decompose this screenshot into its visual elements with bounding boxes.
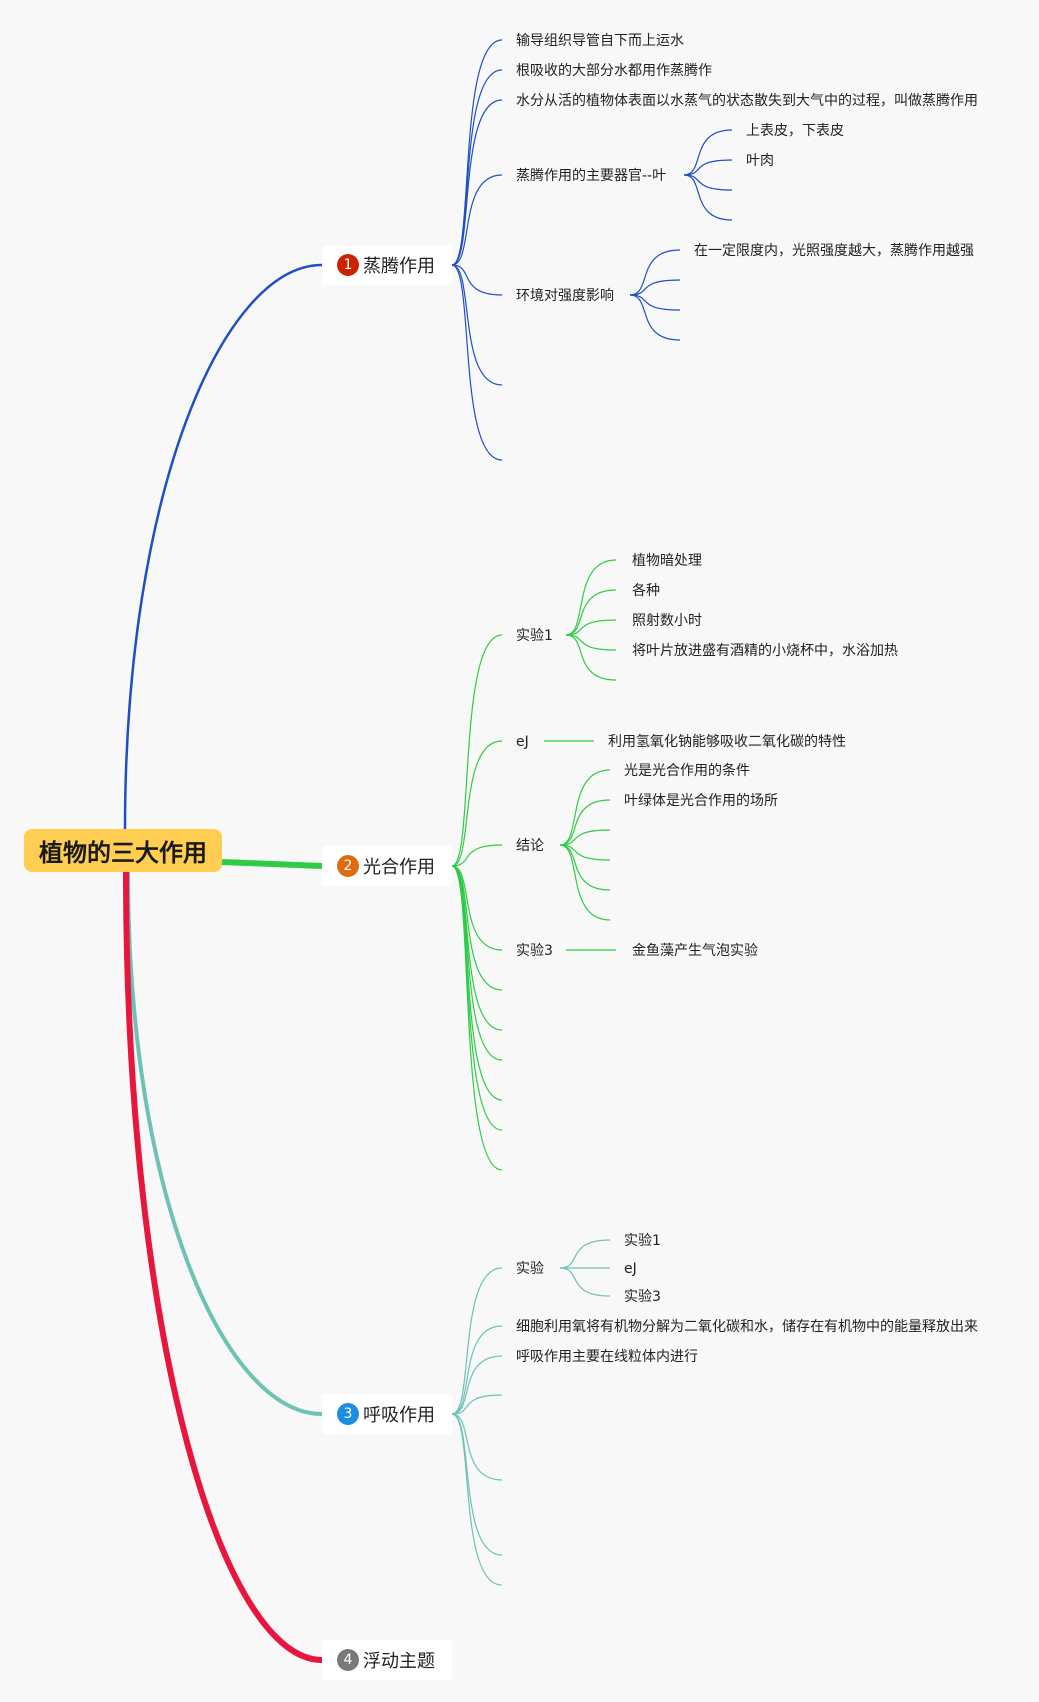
- connector-line: [683, 129, 733, 176]
- connector-line: [565, 634, 617, 651]
- detail-node[interactable]: 利用氢氧化钠能够吸收二氧化碳的特性: [608, 734, 846, 750]
- topic-floating[interactable]: 4 浮动主题: [322, 1640, 452, 1680]
- connector-line: [221, 859, 323, 869]
- detail-node[interactable]: 实验3: [624, 1289, 661, 1305]
- connector-line: [559, 844, 611, 921]
- connector-line: [451, 264, 503, 461]
- subtopic[interactable]: eJ: [516, 734, 529, 750]
- connector-line: [451, 264, 503, 386]
- badge-number-2-icon: 2: [337, 855, 359, 877]
- connector-line: [451, 174, 503, 266]
- connector-line: [451, 264, 503, 296]
- subtopic[interactable]: 实验1: [516, 628, 553, 644]
- connector-line: [629, 279, 681, 296]
- connector-line: [565, 559, 617, 636]
- connector-line: [451, 1413, 503, 1586]
- topic-label: 浮动主题: [363, 1651, 435, 1672]
- connector-line: [451, 844, 503, 867]
- connector-line: [559, 844, 611, 861]
- topic-respiration[interactable]: 3 呼吸作用: [322, 1394, 452, 1434]
- connector-line: [451, 865, 503, 1031]
- connector-line: [559, 799, 611, 846]
- connector-line: [565, 619, 617, 636]
- subtopic[interactable]: 根吸收的大部分水都用作蒸腾作: [516, 63, 712, 79]
- detail-node[interactable]: 上表皮，下表皮: [746, 123, 844, 139]
- connector-line: [451, 1413, 503, 1481]
- detail-node[interactable]: eJ: [624, 1261, 637, 1277]
- connector-line: [451, 865, 503, 1061]
- connector-line: [451, 1355, 503, 1415]
- detail-node[interactable]: 实验1: [624, 1233, 661, 1249]
- subtopic[interactable]: 细胞利用氧将有机物分解为二氧化碳和水，储存在有机物中的能量释放出来: [516, 1319, 978, 1335]
- subtopic[interactable]: 结论: [516, 838, 544, 854]
- detail-node[interactable]: 金鱼藻产生气泡实验: [632, 943, 758, 959]
- connector-line: [451, 1325, 503, 1415]
- badge-number-3-icon: 3: [337, 1403, 359, 1425]
- connector-line: [559, 1267, 611, 1297]
- connector-line: [451, 740, 503, 867]
- detail-node[interactable]: 将叶片放进盛有酒精的小烧杯中，水浴加热: [632, 643, 898, 659]
- subtopic[interactable]: 蒸腾作用的主要器官--叶: [516, 168, 667, 184]
- detail-node[interactable]: 光是光合作用的条件: [624, 763, 750, 779]
- connector-line: [559, 844, 611, 891]
- connector-line: [451, 1267, 503, 1415]
- detail-node[interactable]: 在一定限度内，光照强度越大，蒸腾作用越强: [694, 243, 974, 259]
- connector-line: [451, 69, 503, 266]
- topic-photosynthesis[interactable]: 2 光合作用: [322, 846, 452, 886]
- connector-line: [451, 1413, 503, 1556]
- connector-line: [559, 769, 611, 846]
- root-topic-label: 植物的三大作用: [39, 839, 207, 867]
- root-topic[interactable]: 植物的三大作用: [24, 829, 222, 872]
- detail-node[interactable]: 各种: [632, 583, 660, 599]
- connector-line: [451, 99, 503, 266]
- main-branch-line: [123, 263, 323, 830]
- topic-label: 蒸腾作用: [363, 256, 435, 277]
- subtopic[interactable]: 输导组织导管自下而上运水: [516, 33, 684, 49]
- connector-line: [559, 1239, 611, 1269]
- connector-line: [683, 174, 733, 221]
- connector-line: [565, 634, 617, 681]
- subtopic[interactable]: 水分从活的植物体表面以水蒸气的状态散失到大气中的过程，叫做蒸腾作用: [516, 93, 978, 109]
- topic-transpiration[interactable]: 1 蒸腾作用: [322, 245, 452, 285]
- connector-line: [451, 634, 503, 867]
- badge-number-1-icon: 1: [337, 254, 359, 276]
- connector-line: [451, 865, 503, 1101]
- subtopic[interactable]: 实验3: [516, 943, 553, 959]
- detail-node[interactable]: 叶肉: [746, 153, 774, 169]
- connector-line: [559, 829, 611, 846]
- connector-line: [451, 865, 503, 1171]
- connector-line: [629, 249, 681, 296]
- detail-node[interactable]: 照射数小时: [632, 613, 702, 629]
- subtopic[interactable]: 呼吸作用主要在线粒体内进行: [516, 1349, 698, 1365]
- main-branch-line: [123, 871, 323, 1663]
- connector-line: [629, 294, 681, 311]
- main-branch-line: [126, 871, 323, 1416]
- detail-node[interactable]: 植物暗处理: [632, 553, 702, 569]
- connector-line: [629, 294, 681, 341]
- topic-label: 呼吸作用: [363, 1405, 435, 1426]
- subtopic[interactable]: 实验: [516, 1261, 544, 1277]
- detail-node[interactable]: 叶绿体是光合作用的场所: [624, 793, 778, 809]
- connector-line: [451, 39, 503, 266]
- connector-line: [683, 174, 733, 191]
- connector-line: [683, 159, 733, 176]
- subtopic[interactable]: 环境对强度影响: [516, 288, 614, 304]
- badge-number-4-icon: 4: [337, 1649, 359, 1671]
- connector-line: [451, 1394, 503, 1415]
- topic-label: 光合作用: [363, 857, 435, 878]
- connector-line: [565, 589, 617, 636]
